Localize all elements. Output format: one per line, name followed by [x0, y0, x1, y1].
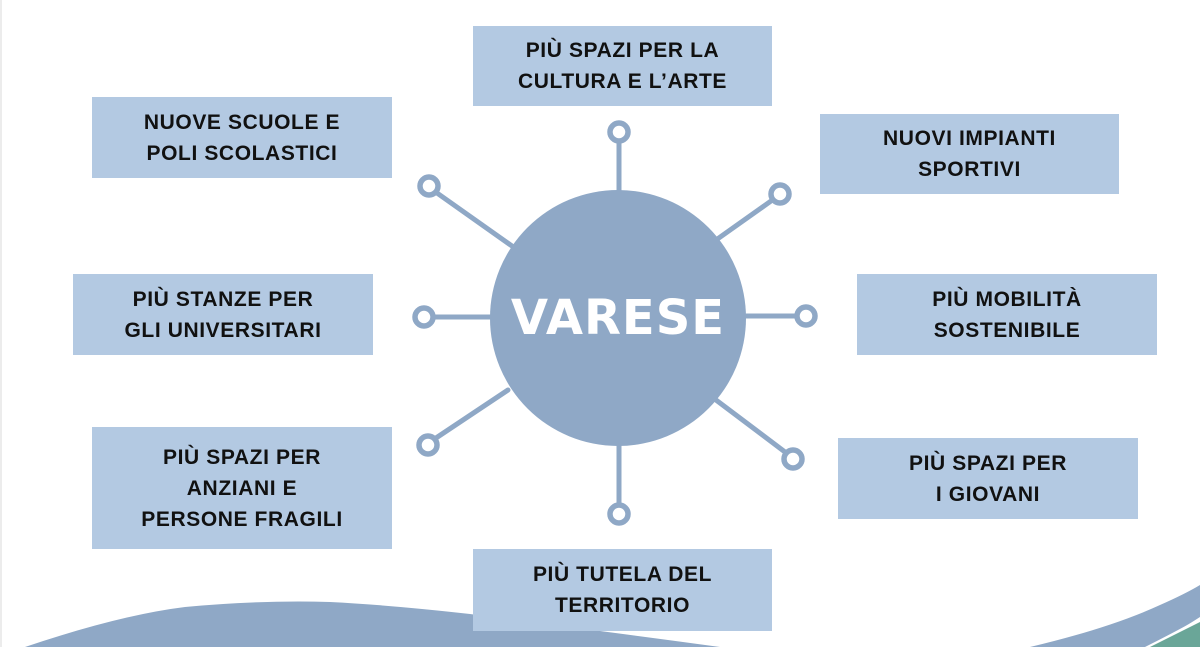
center-hub-label: VARESE: [510, 290, 726, 346]
center-hub: VARESE: [490, 190, 746, 446]
node-sustainable-mobility: PIÙ MOBILITÀ SOSTENIBILE: [857, 274, 1157, 355]
connector-bottom-right: [713, 397, 788, 455]
node-dot-top-left: [417, 174, 441, 198]
node-sports-facilities: NUOVI IMPIANTI SPORTIVI: [820, 114, 1119, 194]
node-university-rooms: PIÙ STANZE PER GLI UNIVERSITARI: [73, 274, 373, 355]
node-dot-bottom-left: [416, 433, 440, 457]
node-dot-right: [794, 304, 818, 328]
left-edge-strip: [0, 0, 2, 647]
node-dot-top-right: [768, 182, 792, 206]
node-territory-protection: PIÙ TUTELA DEL TERRITORIO: [473, 549, 772, 631]
connector-bottom-left: [433, 387, 511, 441]
node-dot-bottom: [607, 502, 631, 526]
node-youth-spaces: PIÙ SPAZI PER I GIOVANI: [838, 438, 1138, 519]
wave-bottom-right-teal: [1150, 622, 1200, 647]
node-elderly-fragile: PIÙ SPAZI PER ANZIANI E PERSONE FRAGILI: [92, 427, 392, 549]
node-culture-arts: PIÙ SPAZI PER LA CULTURA E L’ARTE: [473, 26, 772, 106]
node-dot-bottom-right: [781, 447, 805, 471]
node-dot-left: [412, 305, 436, 329]
node-dot-top: [607, 120, 631, 144]
wave-bottom-left: [25, 601, 720, 647]
connector-top-left: [434, 190, 515, 249]
node-schools: NUOVE SCUOLE E POLI SCOLASTICI: [92, 97, 392, 178]
wave-bottom-right-blue: [1030, 585, 1200, 647]
connector-top-right: [713, 198, 774, 243]
